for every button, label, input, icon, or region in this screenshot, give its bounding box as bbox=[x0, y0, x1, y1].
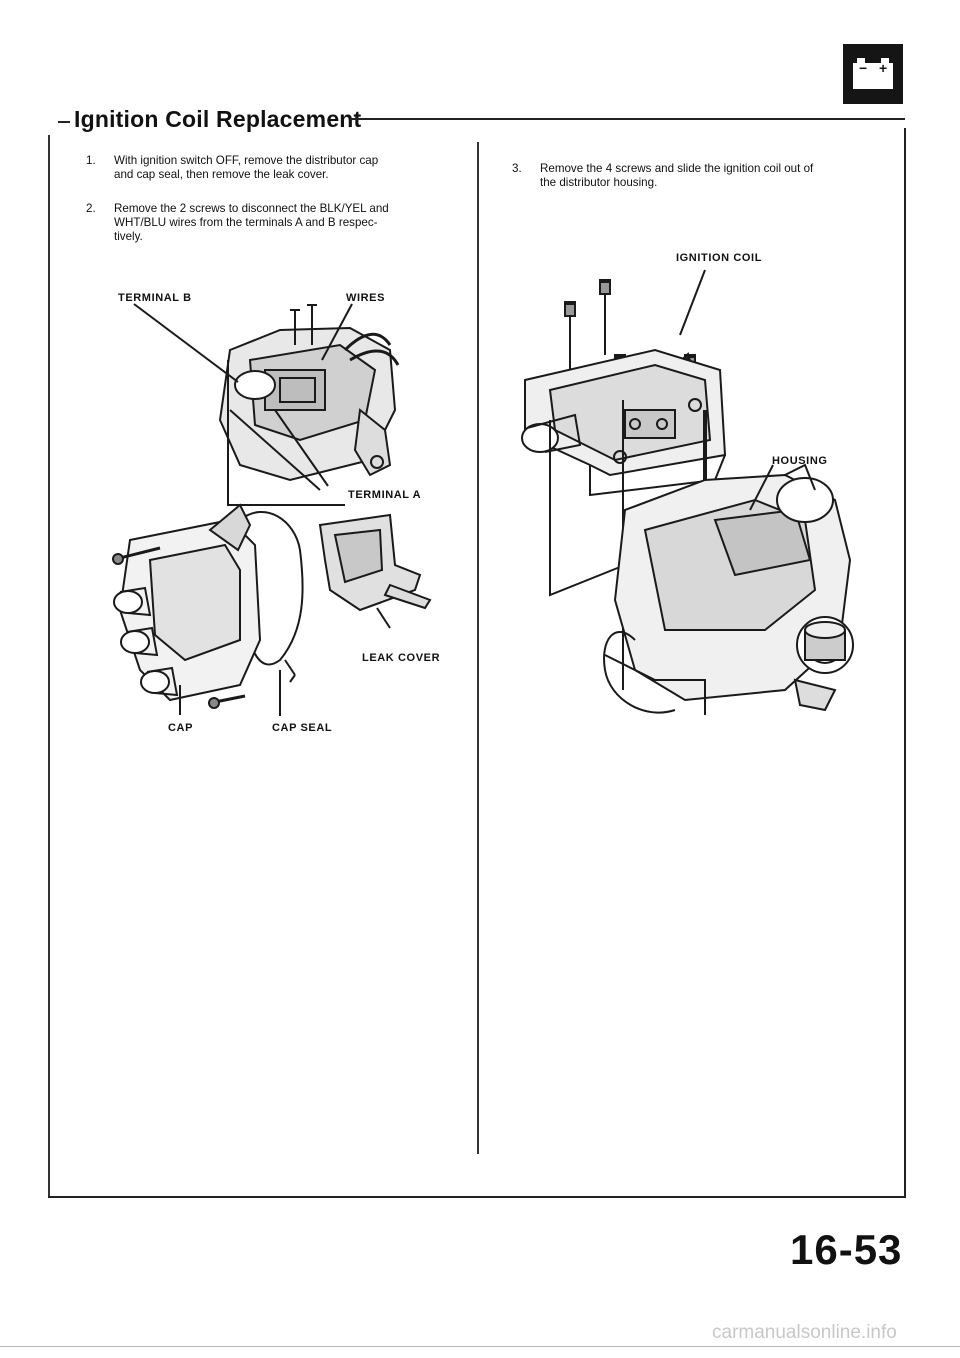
label-terminal-b: TERMINAL B bbox=[118, 292, 192, 304]
label-wires: WIRES bbox=[346, 292, 386, 304]
step-line: and cap seal, then remove the leak cover… bbox=[114, 168, 329, 181]
step-line: the distributor housing. bbox=[540, 176, 658, 189]
step-number: 3. bbox=[512, 162, 522, 175]
frame-bottom-border bbox=[48, 1196, 906, 1198]
step-line: Remove the 4 screws and slide the igniti… bbox=[540, 162, 814, 175]
step-line: Remove the 2 screws to disconnect the BL… bbox=[114, 202, 389, 215]
label-cap-seal: CAP SEAL bbox=[272, 722, 333, 734]
label-terminal-a: TERMINAL A bbox=[348, 489, 422, 501]
step-3: 3. Remove the 4 screws and slide the ign… bbox=[512, 162, 897, 192]
title-rule-left bbox=[58, 121, 70, 123]
frame-right-border bbox=[904, 128, 906, 1198]
step-number: 2. bbox=[86, 202, 96, 215]
label-housing: HOUSING bbox=[772, 455, 828, 467]
step-text: Remove the 2 screws to disconnect the BL… bbox=[114, 202, 389, 244]
label-ignition-coil: IGNITION COIL bbox=[676, 252, 763, 264]
battery-icon: −+ bbox=[843, 44, 903, 104]
label-cap: CAP bbox=[168, 722, 194, 734]
column-divider bbox=[477, 142, 479, 1154]
ignition-coil-removal-illustration bbox=[521, 269, 854, 715]
step-line: tively. bbox=[114, 230, 143, 243]
step-text: With ignition switch OFF, remove the dis… bbox=[114, 154, 378, 182]
frame-left-border bbox=[48, 135, 50, 1197]
step-line: WHT/BLU wires from the terminals A and B… bbox=[114, 216, 378, 229]
step-1: 1. With ignition switch OFF, remove the … bbox=[86, 154, 466, 184]
step-number: 1. bbox=[86, 154, 96, 167]
step-line: With ignition switch OFF, remove the dis… bbox=[114, 154, 379, 167]
page-title: Ignition Coil Replacement bbox=[74, 106, 362, 132]
title-rule bbox=[350, 118, 905, 120]
watermark-text: carmanualsonline.info bbox=[712, 1322, 897, 1343]
footer-rule bbox=[0, 1346, 960, 1347]
label-leak-cover: LEAK COVER bbox=[362, 652, 441, 664]
distributor-exploded-illustration bbox=[112, 303, 432, 716]
page-number: 16-53 bbox=[790, 1226, 903, 1273]
step-text: Remove the 4 screws and slide the igniti… bbox=[540, 162, 813, 190]
step-2: 2. Remove the 2 screws to disconnect the… bbox=[86, 202, 466, 248]
